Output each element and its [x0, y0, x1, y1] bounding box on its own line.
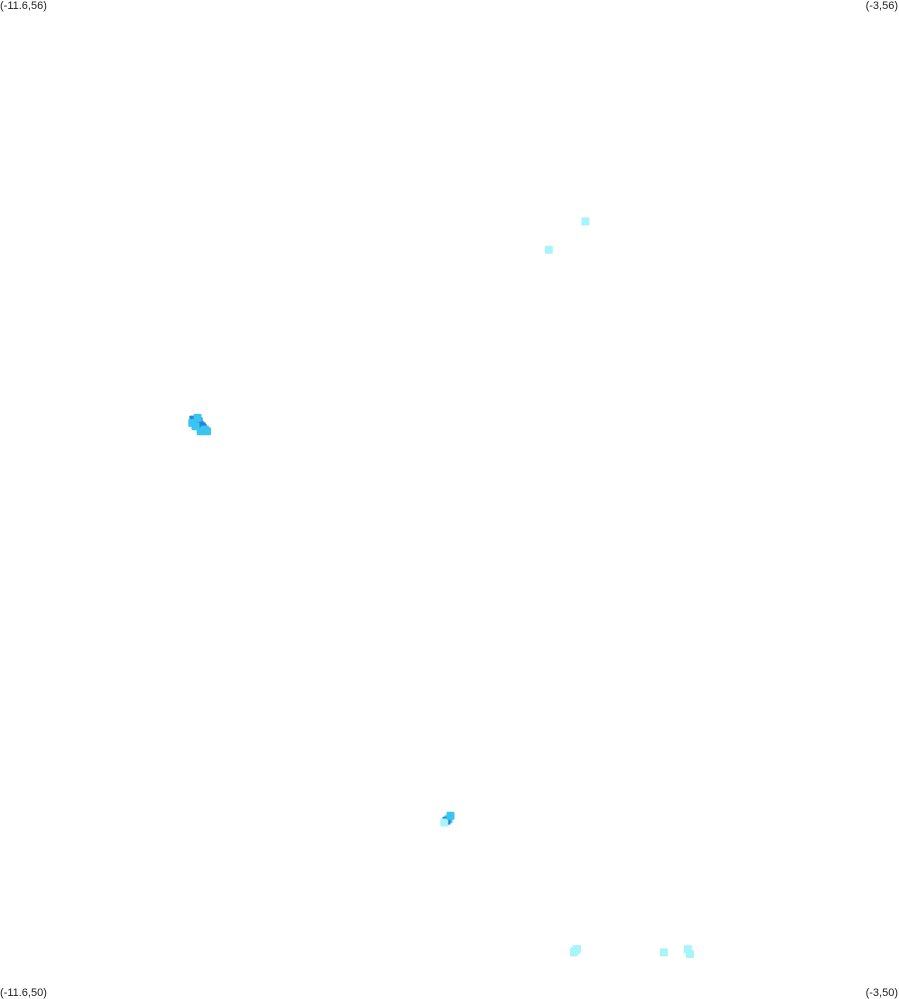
map-point — [659, 948, 668, 957]
corner-label-bottom-right: (-3,50) — [865, 987, 898, 999]
corner-label-top-left: (-11.6,56) — [0, 0, 47, 12]
cluster-south — [440, 811, 455, 827]
map-point — [581, 217, 590, 226]
map-point — [573, 945, 581, 954]
map-point — [446, 811, 455, 820]
map-point — [203, 427, 211, 436]
map-point — [685, 950, 694, 958]
cluster-north — [544, 217, 590, 254]
map-point — [544, 245, 553, 254]
map-point — [440, 818, 449, 827]
map-point — [193, 413, 202, 422]
cluster-west — [188, 413, 211, 436]
map-point — [196, 427, 205, 436]
corner-label-top-right: (-3,56) — [865, 0, 898, 12]
corner-label-bottom-left: (-11.6,50) — [0, 987, 47, 999]
cluster-southeast — [569, 945, 694, 958]
